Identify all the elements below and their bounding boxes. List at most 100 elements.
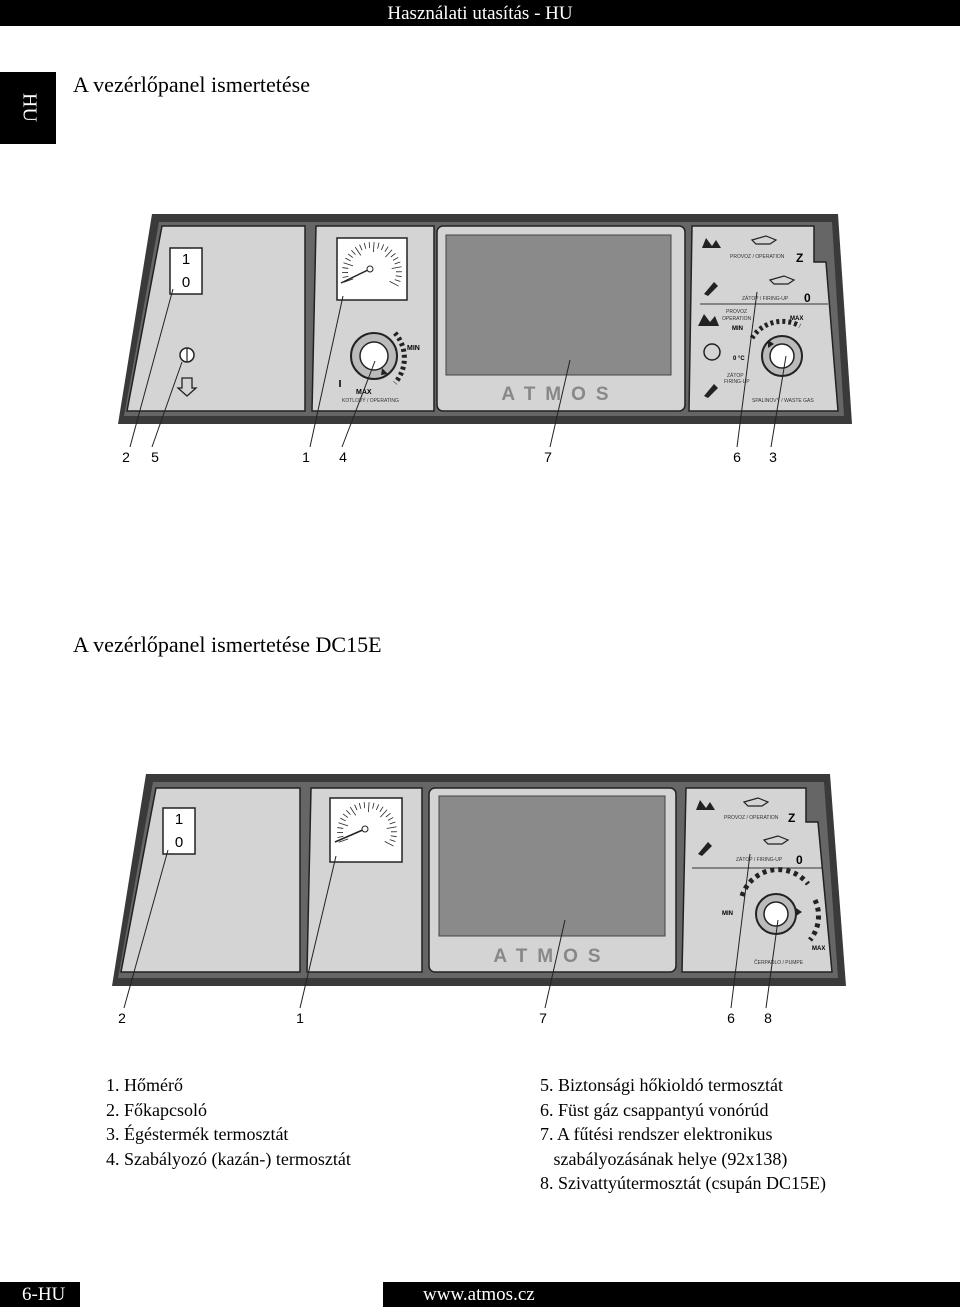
flame-icon [702, 238, 721, 248]
thermometer-needle [340, 268, 371, 284]
callout-2: 2 [122, 449, 130, 465]
thermometer-dc15e-scale [336, 802, 398, 847]
thermo-icon [339, 380, 341, 387]
callout2-2: 2 [118, 1010, 126, 1026]
zero-label-dc15e: 0 [796, 853, 803, 867]
legend-item: 6. Füst gáz csappantyú vonórúd [540, 1099, 769, 1120]
provoz-label: PROVOZ [726, 309, 747, 315]
control-panel-dc15e-diagram: 1 0 ATMOS PROVOZ / OPERATION Z ZÁTOP / F… [112, 774, 846, 1026]
legend-item: szabályozásának helye (92x138) [540, 1148, 788, 1169]
scale-tick [342, 267, 349, 269]
waste-max-label: MAX [790, 316, 803, 322]
scale-tick [349, 806, 357, 816]
scale-tick [346, 809, 351, 815]
callout-7: 7 [544, 449, 552, 465]
scale-tick [390, 253, 396, 258]
z-label-dc15e: Z [788, 811, 795, 825]
scale-tick [385, 813, 391, 818]
boiler-min-label: MIN [407, 345, 420, 352]
scale-tick [395, 275, 402, 278]
scale-tick [386, 826, 397, 829]
callout-3: 3 [769, 449, 777, 465]
pump-label: ČERPADLO / PUMPE [754, 959, 804, 966]
switch2-off-label: 0 [175, 834, 183, 851]
scale-tick [363, 802, 366, 809]
legend-item: 8. Szivattyútermosztát (csupán DC15E) [540, 1173, 826, 1193]
scale-tick [358, 802, 362, 809]
legend-item: 1. Hőmérő [106, 1075, 183, 1095]
waste-gas-label: SPALINOVÝ / WASTE GAS [752, 397, 814, 404]
operation-label-dc15e: PROVOZ / OPERATION [724, 815, 779, 821]
scale-tick [347, 253, 354, 258]
pump-max-label: MAX [812, 946, 825, 952]
scale-tick [354, 246, 362, 256]
footer-url-box: www.atmos.cz [383, 1282, 960, 1307]
scale-tick [394, 279, 401, 282]
scale-tick [338, 838, 349, 843]
scale-tick [372, 242, 375, 253]
boiler-max-label: MAX [356, 389, 372, 396]
z-label: Z [796, 251, 803, 265]
header-title: Használati utasítás - HU [387, 3, 573, 24]
switch2-on-label: 1 [175, 811, 183, 828]
footer-url: www.atmos.cz [423, 1284, 535, 1305]
panel1-display-area [445, 234, 672, 376]
fan-icon [703, 343, 721, 361]
callout-lines [129, 288, 787, 448]
firing-label-dc15e: ZÁTOP / FIRING-UP [736, 856, 783, 863]
waste-min-label: MIN [732, 326, 743, 332]
language-tab: HU [0, 72, 56, 144]
operation-label: PROVOZ / OPERATION [730, 254, 785, 260]
switch-off-label: 0 [182, 274, 190, 291]
scale-tick [363, 242, 367, 249]
legend-item: 7. A fűtési rendszer elektronikus [540, 1124, 773, 1144]
scale-tick [372, 802, 375, 809]
scale-tick [342, 813, 349, 818]
scale-tick [380, 809, 388, 818]
deg-label: 0 °C [733, 356, 745, 362]
match-icon [704, 282, 718, 296]
callout2-7: 7 [539, 1010, 547, 1026]
callout-4: 4 [339, 449, 347, 465]
reset-icon [176, 377, 198, 397]
scale-tick [390, 835, 397, 838]
scale-tick [337, 827, 344, 829]
scale-tick [354, 804, 358, 811]
scale-tick [389, 839, 396, 842]
operation-small-label: OPERATION [722, 316, 751, 322]
boiler-operating-label: KOTLOVÝ / OPERATING [342, 397, 399, 404]
scale-tick [340, 817, 346, 822]
callout-lines-dc15e [123, 849, 779, 1009]
scale-tick [389, 281, 399, 287]
legend-item: 5. Biztonsági hőkioldó termosztát [540, 1075, 783, 1095]
legend-right: 5. Biztonsági hőkioldó termosztát 6. Füs… [540, 1073, 826, 1196]
footer-page-box: 6-HU [0, 1282, 80, 1307]
header-bar: Használati utasítás - HU [0, 0, 960, 26]
callout2-8: 8 [764, 1010, 772, 1026]
section-title-panel: A vezérlőpanel ismertetése [73, 72, 311, 97]
brand-logo: ATMOS [501, 384, 618, 405]
legend-item: 4. Szabályozó (kazán-) termosztát [106, 1148, 351, 1169]
scale-tick [389, 821, 396, 825]
pump-min-label: MIN [722, 911, 733, 917]
scale-tick [368, 242, 371, 249]
scale-tick [385, 249, 393, 258]
scale-tick [338, 822, 349, 827]
callout2-6: 6 [727, 1010, 735, 1026]
scale-tick [359, 244, 363, 251]
panel2-right-plate [681, 787, 833, 973]
scale-tick [379, 806, 384, 812]
scale-tick [384, 246, 389, 252]
damper-icon [750, 235, 778, 245]
zero-label: 0 [804, 291, 811, 305]
main-switch [169, 247, 203, 295]
scale-tick [381, 244, 385, 251]
scale-tick [351, 249, 356, 255]
legend-item: 3. Égéstermék termosztát [106, 1124, 289, 1144]
callout-6: 6 [733, 449, 741, 465]
switch-on-label: 1 [182, 251, 190, 268]
main-switch-dc15e [162, 807, 196, 855]
firing-label: ZÁTOP / FIRING-UP [742, 295, 789, 302]
scale-tick [343, 262, 354, 267]
scale-tick [392, 257, 399, 261]
